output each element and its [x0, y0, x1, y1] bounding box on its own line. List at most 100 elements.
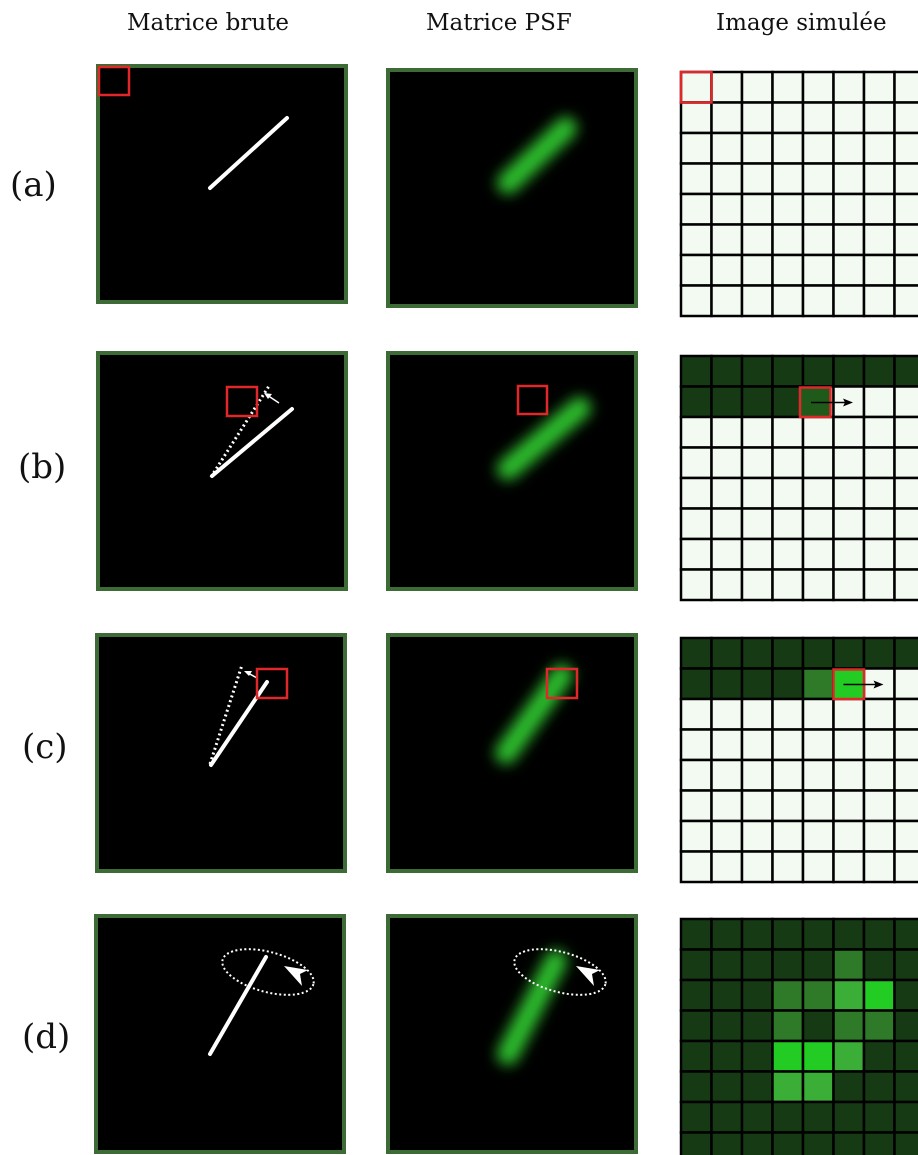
pixel-cell	[679, 1131, 713, 1155]
kernel-window	[225, 385, 259, 418]
row-label-c: (c)	[22, 727, 68, 767]
pixel-cell	[832, 131, 866, 165]
pixel-cell	[740, 667, 774, 701]
pixel-cell	[771, 537, 805, 571]
pixel-cell	[710, 446, 744, 480]
pixel-cell	[832, 1131, 866, 1155]
kernel-window	[545, 667, 579, 700]
pixel-cell	[771, 948, 805, 982]
pixel-cell	[771, 253, 805, 287]
simulated-image-grid-c	[679, 636, 918, 884]
pixel-cell	[710, 636, 744, 670]
pixel-cell	[801, 507, 835, 541]
pixel-cell	[801, 917, 835, 951]
pixel-cell	[679, 978, 713, 1012]
pixel-cell	[801, 131, 835, 165]
pixel-cell	[710, 507, 744, 541]
pixel-cell	[771, 507, 805, 541]
pixel-cell	[740, 1009, 774, 1043]
pixel-cell	[801, 101, 835, 135]
pixel-cell	[832, 978, 866, 1012]
pixel-cell	[801, 223, 835, 257]
pixel-cell	[862, 850, 896, 884]
pixel-cell	[801, 697, 835, 731]
pixel-cell	[862, 192, 896, 226]
kernel-window	[255, 667, 289, 700]
pixel-cell	[801, 284, 835, 318]
rotation-orbit	[513, 948, 607, 996]
pixel-cell	[801, 162, 835, 196]
pixel-cell	[862, 131, 896, 165]
pixel-cell	[862, 1009, 896, 1043]
pixel-cell	[771, 917, 805, 951]
pixel-cell	[771, 192, 805, 226]
pixel-cell	[710, 1009, 744, 1043]
simulated-image-grid-a	[679, 70, 918, 318]
pixel-cell	[801, 1009, 835, 1043]
pixel-cell	[771, 284, 805, 318]
pixel-cell	[832, 192, 866, 226]
pixel-cell	[710, 728, 744, 762]
pixel-cell	[710, 253, 744, 287]
pixel-cell	[771, 1070, 805, 1104]
pixel-cell	[710, 70, 744, 104]
pixel-cell	[740, 284, 774, 318]
pixel-cell	[832, 70, 866, 104]
pixel-cell	[740, 162, 774, 196]
pixel-cell	[710, 415, 744, 449]
pixel-cell	[679, 415, 713, 449]
pixel-cell	[679, 284, 713, 318]
pixel-cell	[679, 948, 713, 982]
pixel-cell	[862, 223, 896, 257]
pixel-cell	[710, 1039, 744, 1073]
pixel-cell	[862, 948, 896, 982]
pixel-cell	[832, 819, 866, 853]
column-title-simulated-image: Image simulée	[716, 10, 887, 36]
column-title-psf-matrix: Matrice PSF	[426, 10, 572, 36]
pixel-cell	[862, 446, 896, 480]
pixel-cell	[771, 1100, 805, 1134]
pixel-cell	[862, 978, 896, 1012]
pixel-cell	[832, 507, 866, 541]
pixel-cell	[771, 636, 805, 670]
pixel-cell	[740, 537, 774, 571]
pixel-cell	[832, 1039, 866, 1073]
pixel-cell	[679, 192, 713, 226]
pixel-cell	[832, 476, 866, 510]
pixel-cell	[801, 948, 835, 982]
pixel-cell	[771, 758, 805, 792]
pixel-cell	[771, 131, 805, 165]
object-segment	[208, 116, 289, 190]
pixel-cell	[832, 223, 866, 257]
pixel-cell	[862, 415, 896, 449]
pixel-cell	[740, 354, 774, 388]
pixel-cell	[862, 697, 896, 731]
pixel-cell	[862, 537, 896, 571]
pixel-cell	[801, 850, 835, 884]
pixel-cell	[893, 917, 918, 951]
pixel-cell	[801, 978, 835, 1012]
pixel-cell	[893, 728, 918, 762]
rotation-arrowhead	[264, 393, 272, 399]
pixel-cell	[771, 850, 805, 884]
pixel-cell	[893, 253, 918, 287]
row-label-d: (d)	[22, 1017, 71, 1057]
pixel-cell	[771, 162, 805, 196]
pixel-cell	[801, 253, 835, 287]
pixel-cell	[862, 354, 896, 388]
pixel-cell	[801, 446, 835, 480]
pixel-cell	[679, 667, 713, 701]
pixel-cell	[710, 948, 744, 982]
pixel-cell	[893, 223, 918, 257]
current-pixel-highlight	[679, 70, 713, 104]
pixel-cell	[893, 1039, 918, 1073]
pixel-cell	[832, 568, 866, 602]
pixel-cell	[740, 819, 774, 853]
pixel-cell	[679, 385, 713, 419]
pixel-cell	[771, 446, 805, 480]
pixel-cell	[679, 1009, 713, 1043]
pixel-cell	[862, 1039, 896, 1073]
column-title-raw-matrix: Matrice brute	[127, 10, 290, 36]
pixel-cell	[710, 978, 744, 1012]
pixel-cell	[801, 819, 835, 853]
